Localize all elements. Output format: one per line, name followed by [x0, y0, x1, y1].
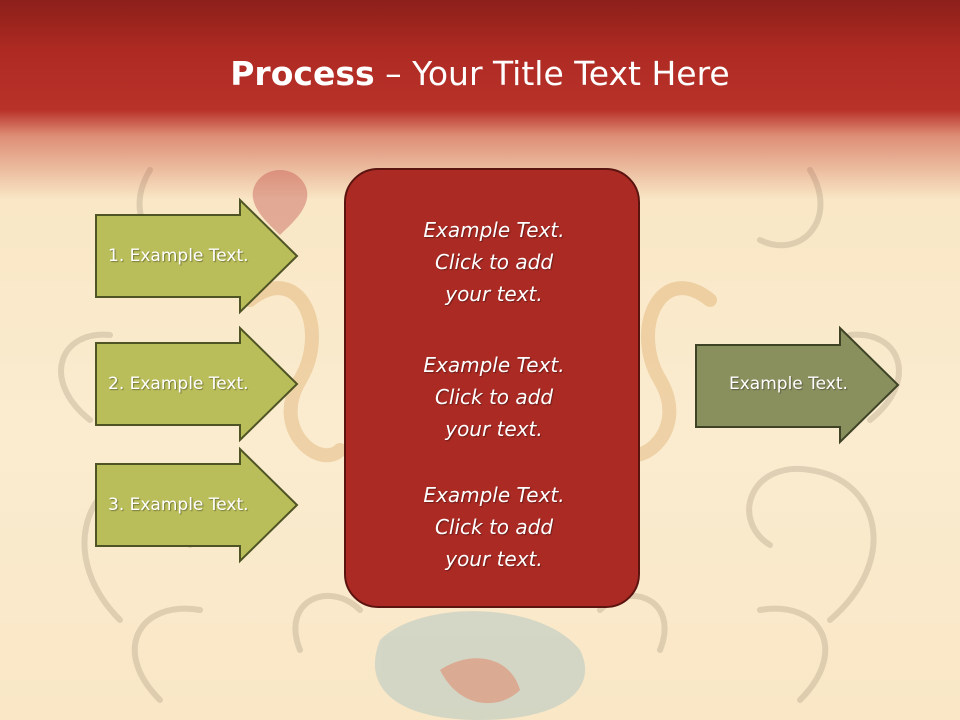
center-line: Example Text. [423, 483, 565, 507]
input-arrow-2[interactable] [95, 325, 299, 443]
title-bold-part: Process [230, 54, 375, 93]
input-arrow-1[interactable] [95, 197, 299, 315]
input-label-3: 3. Example Text. [108, 495, 249, 515]
center-line: Example Text. [423, 353, 565, 377]
output-arrow[interactable] [695, 325, 900, 445]
title-rest-part: – Your Title Text Here [374, 54, 730, 93]
center-line: Click to add [434, 515, 554, 539]
input-arrow-3[interactable] [95, 446, 299, 564]
center-process-box[interactable]: Example Text. Click to add your text. Ex… [344, 168, 640, 608]
center-line: Click to add [434, 385, 554, 409]
center-line: Example Text. [423, 218, 565, 242]
title-band [0, 0, 960, 200]
center-line: your text. [445, 417, 543, 441]
center-line: your text. [445, 282, 543, 306]
center-text-block-3: Example Text. Click to add your text. [346, 479, 642, 575]
output-label: Example Text. [729, 374, 848, 394]
input-label-2: 2. Example Text. [108, 374, 249, 394]
input-label-1: 1. Example Text. [108, 246, 249, 266]
center-line: your text. [445, 547, 543, 571]
slide-title: Process – Your Title Text Here [0, 52, 960, 96]
center-text-block-2: Example Text. Click to add your text. [346, 349, 642, 445]
center-line: Click to add [434, 250, 554, 274]
center-text-block-1: Example Text. Click to add your text. [346, 214, 642, 310]
